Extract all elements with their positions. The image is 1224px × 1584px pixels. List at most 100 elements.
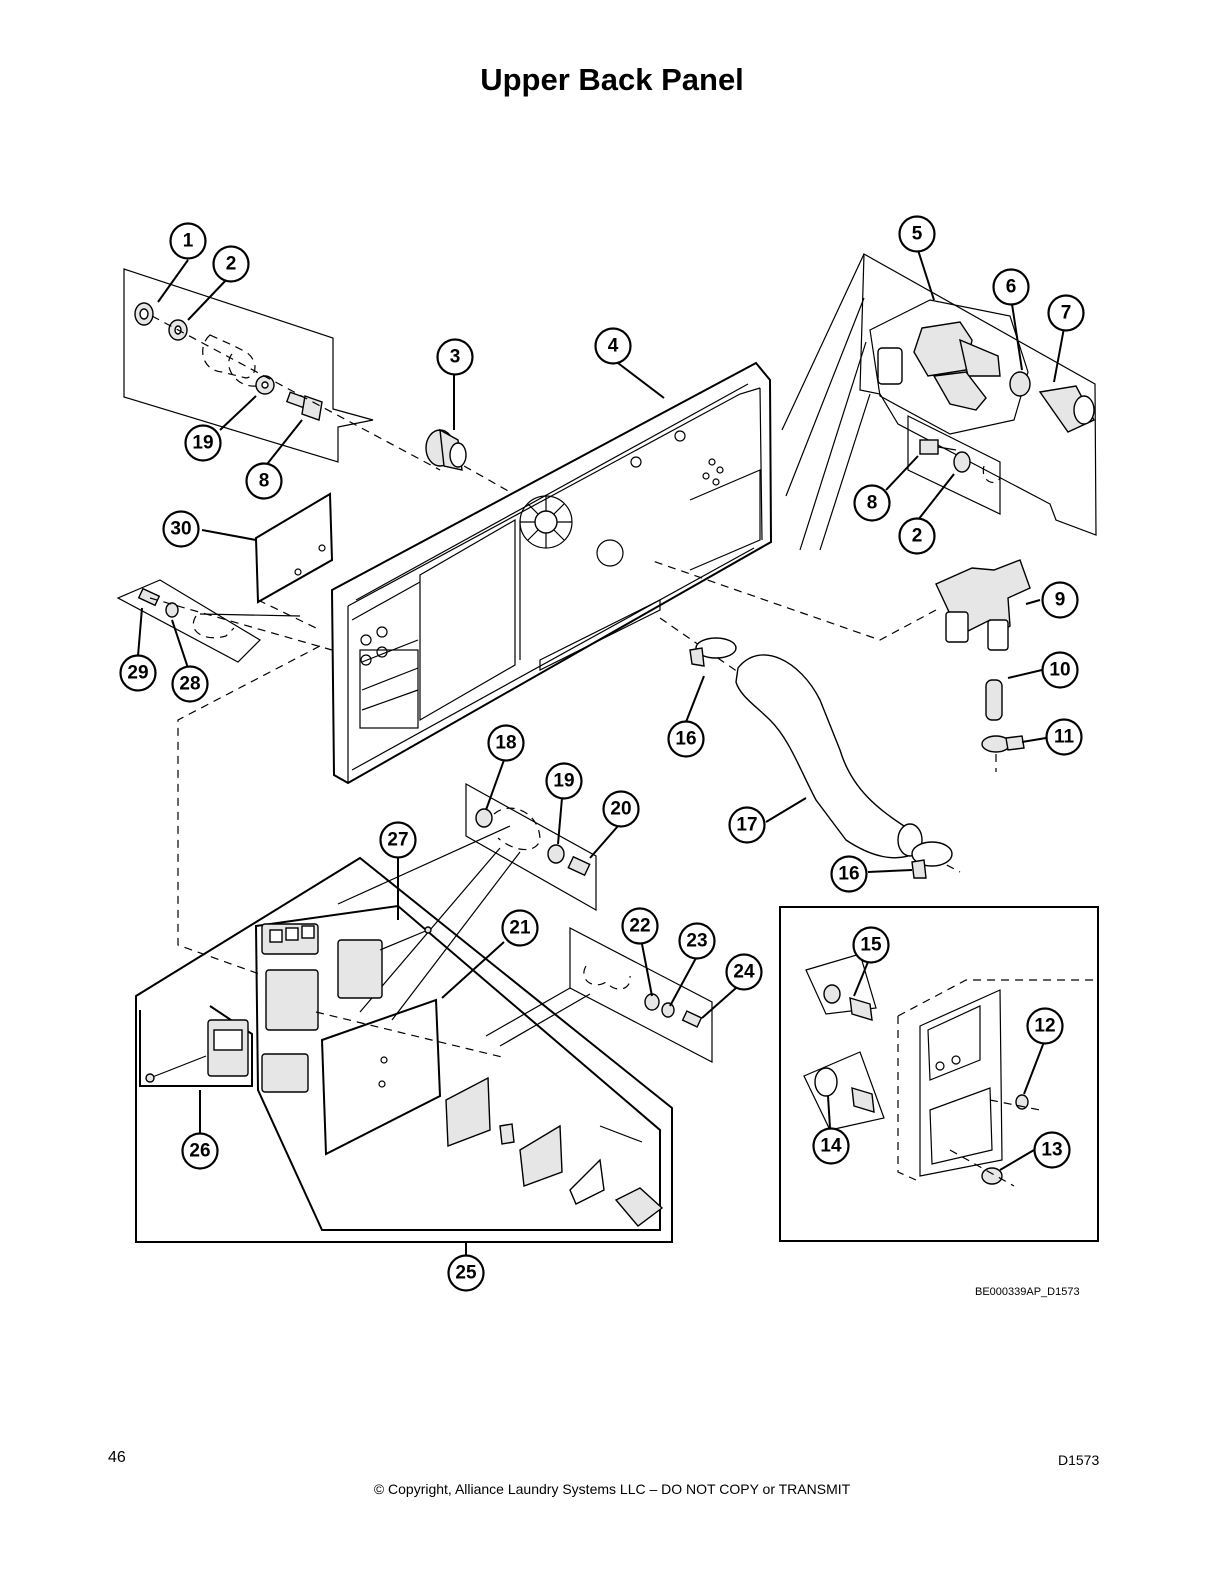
callout-9: 9 — [1041, 581, 1079, 619]
clamp-part-11 — [981, 735, 1025, 772]
svg-text:12: 12 — [1034, 1016, 1055, 1037]
valve-part — [877, 321, 1001, 411]
sensor-part — [445, 1076, 664, 1227]
callout-17: 17 — [728, 806, 766, 844]
callout-2: 2 — [898, 517, 936, 555]
cover-plate-part — [254, 492, 334, 629]
detail-panel-22-24 — [569, 927, 713, 1063]
svg-text:13: 13 — [1041, 1140, 1062, 1161]
hose-cap-part — [1038, 385, 1095, 433]
drawing-code: BE000339AP_D1573 — [975, 1286, 1080, 1298]
callout-7: 7 — [1047, 294, 1085, 332]
callout-13: 13 — [1033, 1131, 1071, 1169]
svg-text:16: 16 — [838, 864, 859, 885]
tube-part — [985, 679, 1003, 721]
water-valve-part — [649, 559, 1031, 651]
callout-29: 29 — [119, 654, 157, 692]
callout-11: 11 — [1045, 718, 1083, 756]
svg-text:8: 8 — [259, 471, 270, 492]
callout-8: 8 — [245, 462, 283, 500]
svg-text:11: 11 — [1054, 727, 1075, 748]
svg-text:2: 2 — [226, 254, 237, 275]
svg-text:10: 10 — [1049, 660, 1070, 681]
svg-text:17: 17 — [736, 815, 757, 836]
callout-18: 18 — [487, 724, 525, 762]
callout-21: 21 — [501, 909, 539, 947]
document-id: D1573 — [1058, 1452, 1100, 1468]
bracket-part-27 — [337, 926, 432, 999]
detail-panel-left — [116, 579, 333, 663]
svg-text:20: 20 — [610, 799, 631, 820]
svg-text:1: 1 — [183, 231, 194, 252]
callout-28: 28 — [171, 665, 209, 703]
hose-clamp-lower — [911, 841, 953, 879]
detail-panel-middle — [465, 782, 597, 912]
detail-panel-top-left — [123, 268, 441, 471]
callout-27: 27 — [379, 821, 417, 859]
hose-clamp-upper — [689, 637, 737, 667]
star-washer-part — [255, 375, 275, 395]
callout-14: 14 — [812, 1127, 850, 1165]
svg-text:22: 22 — [629, 916, 650, 937]
svg-text:19: 19 — [192, 433, 213, 454]
callout-16: 16 — [830, 855, 868, 893]
svg-text:7: 7 — [1061, 303, 1072, 324]
svg-text:19: 19 — [553, 771, 574, 792]
callout-3: 3 — [436, 338, 474, 376]
bolt-part — [285, 391, 323, 421]
svg-text:28: 28 — [179, 674, 200, 695]
grommet-part — [425, 428, 511, 493]
svg-text:14: 14 — [820, 1136, 842, 1157]
callout-16: 16 — [667, 720, 705, 758]
inset-box-right — [779, 906, 1099, 1242]
callout-20: 20 — [602, 790, 640, 828]
callout-30: 30 — [162, 510, 200, 548]
leader-lines — [137, 249, 1065, 1256]
callout-6: 6 — [992, 268, 1030, 306]
svg-text:9: 9 — [1055, 590, 1066, 611]
housing-outline — [897, 979, 1098, 1181]
callout-8: 8 — [853, 484, 891, 522]
callout-15: 15 — [852, 926, 890, 964]
callout-22: 22 — [621, 907, 659, 945]
svg-text:27: 27 — [387, 830, 408, 851]
callout-19: 19 — [545, 762, 583, 800]
callout-10: 10 — [1041, 651, 1079, 689]
callout-12: 12 — [1026, 1007, 1064, 1045]
nut-part — [134, 302, 154, 326]
callout-2: 2 — [212, 245, 250, 283]
svg-text:24: 24 — [733, 962, 755, 983]
upper-back-panel-part — [330, 361, 773, 785]
detail-box-bottom — [135, 825, 673, 1243]
callout-23: 23 — [678, 922, 716, 960]
copyright-notice: © Copyright, Alliance Laundry Systems LL… — [373, 1481, 851, 1497]
screw-part-8 — [919, 439, 957, 455]
svg-text:3: 3 — [450, 347, 461, 368]
svg-text:23: 23 — [686, 931, 707, 952]
svg-text:5: 5 — [912, 224, 923, 245]
clamp-part-6 — [1009, 371, 1031, 397]
callout-1: 1 — [169, 222, 207, 260]
switch-assembly-26 — [145, 1019, 249, 1083]
svg-text:16: 16 — [675, 729, 696, 750]
svg-text:29: 29 — [127, 663, 148, 684]
callout-25: 25 — [447, 1254, 485, 1292]
svg-text:21: 21 — [509, 918, 531, 939]
detail-panel-top-right — [781, 252, 1097, 551]
relay-part — [261, 923, 319, 1093]
callout-5: 5 — [898, 215, 936, 253]
vent-sunburst — [519, 495, 573, 549]
svg-text:8: 8 — [867, 493, 878, 514]
page-title: Upper Back Panel — [480, 62, 744, 97]
callout-24: 24 — [725, 953, 763, 991]
callout-4: 4 — [594, 327, 632, 365]
svg-text:15: 15 — [860, 935, 882, 956]
leader-line-left — [177, 645, 321, 976]
page-number: 46 — [108, 1449, 126, 1466]
callout-26: 26 — [181, 1132, 219, 1170]
mounting-plate-21 — [320, 998, 442, 1156]
callout-19: 19 — [184, 424, 222, 462]
svg-text:18: 18 — [495, 733, 516, 754]
svg-text:6: 6 — [1006, 277, 1017, 298]
